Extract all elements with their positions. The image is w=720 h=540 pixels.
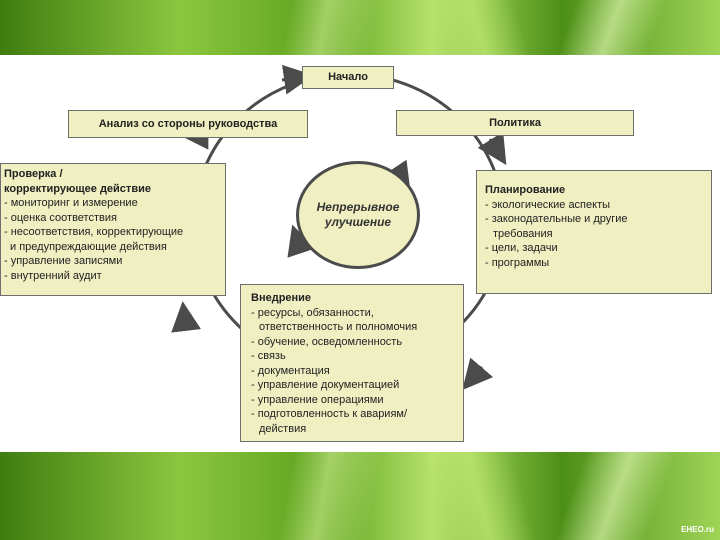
checking-item: - мониторинг и измерение [4, 197, 138, 209]
implementation-item: - подготовленность к авариям/ [251, 408, 408, 420]
arrow-to-checking [171, 301, 202, 333]
implementation-item: - обучение, осведомленность [251, 335, 403, 348]
implementation-title: Внедрение [251, 292, 312, 304]
hub-arrow-left [287, 224, 316, 258]
checking-item: - оценка соответствия [4, 211, 117, 224]
planning-item: - цели, задачи [485, 242, 558, 254]
checking-list: корректирующее действие - мониторинг и и… [4, 182, 225, 284]
implementation-item: - управление операциями [251, 393, 384, 406]
site-watermark: ЕНЕО.ru [681, 525, 714, 534]
grass-banner-bottom [0, 452, 720, 540]
policy-box: Политика [396, 110, 634, 136]
arrow-to-implementation-right [462, 357, 494, 391]
grass-banner-top [0, 0, 720, 55]
implementation-item: - ресурсы, обязанности, [251, 306, 374, 319]
hub-line-2: улучшение [324, 215, 392, 229]
checking-subtitle: корректирующее действие [4, 182, 151, 195]
arrow-to-planning [477, 131, 507, 166]
arrow-to-start [281, 64, 314, 95]
implementation-box: Внедрение - ресурсы, обязанности, ответс… [240, 284, 464, 442]
implementation-item: - документация [251, 364, 330, 377]
planning-item: - экологические аспекты [485, 198, 611, 211]
implementation-item: - управление документацией [251, 379, 400, 391]
checking-item: - несоответствия, корректирующие [4, 226, 184, 238]
implementation-item: действия [259, 422, 307, 435]
checking-item: - внутренний аудит [4, 269, 102, 282]
checking-box: Проверка / корректирующее действие - мон… [0, 163, 226, 296]
implementation-list: - ресурсы, обязанности, ответственность … [251, 306, 463, 437]
planning-list: - экологические аспекты - законодательны… [485, 198, 711, 271]
planning-box: Планирование - экологические аспекты - з… [476, 170, 712, 294]
hub-line-1: Непрерывное [316, 200, 400, 214]
implementation-item: - связь [251, 350, 286, 362]
checking-item: - управление записями [4, 255, 123, 267]
planning-item: - программы [485, 256, 550, 269]
implementation-item: ответственность и полномочия [259, 321, 418, 333]
start-box: Начало [302, 66, 394, 89]
checking-item: и предупреждающие действия [10, 240, 167, 253]
planning-item: - законодательные и другие [485, 213, 628, 225]
continuous-improvement-hub: Непрерывное улучшение [296, 161, 420, 269]
checking-title: Проверка / [4, 168, 63, 180]
planning-item: требования [493, 227, 553, 240]
planning-title: Планирование [485, 184, 566, 196]
review-box: Анализ со стороны руководства [68, 110, 308, 138]
